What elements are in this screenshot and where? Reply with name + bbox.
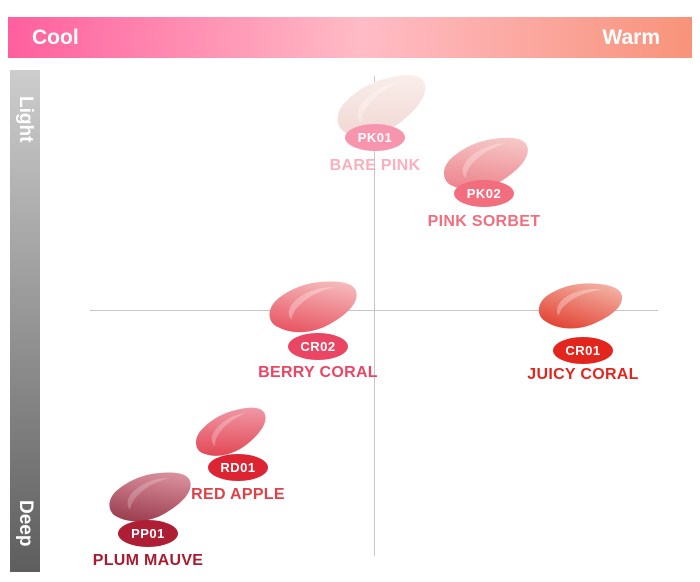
shade-name-label: JUICY CORAL: [527, 366, 639, 383]
horizontal-gridline: [90, 310, 658, 311]
shade-name-label: PINK SORBET: [427, 213, 541, 230]
shade-code-badge: PK01: [345, 124, 405, 151]
axis-label-light: Light: [15, 96, 36, 143]
shade-code-badge: PP01: [118, 520, 178, 547]
shade-name-label: BERRY CORAL: [258, 364, 378, 381]
lip-swatch-smear: [195, 407, 266, 456]
temperature-axis-bar: Cool Warm: [8, 17, 692, 58]
shade-name-label: BARE PINK: [329, 157, 421, 174]
shade-code-badge: CR02: [288, 333, 348, 360]
lip-swatch-smear: [337, 75, 426, 136]
depth-axis-bar: Light Deep: [10, 70, 40, 572]
vertical-gridline: [374, 76, 375, 556]
shade-code-badge: CR01: [553, 337, 613, 364]
lip-swatch-smear: [538, 283, 623, 329]
axis-label-warm: Warm: [602, 25, 660, 49]
lip-swatch-smear: [109, 472, 191, 522]
shade-code-badge: PK02: [454, 180, 514, 207]
lip-swatch-smear: [444, 137, 528, 190]
axis-label-deep: Deep: [15, 499, 36, 546]
shade-name-label: RED APPLE: [191, 486, 285, 503]
lip-swatch-smear: [269, 281, 357, 333]
axis-label-cool: Cool: [32, 25, 79, 49]
shade-code-badge: RD01: [208, 454, 268, 481]
shade-name-label: PLUM MAUVE: [92, 552, 204, 569]
